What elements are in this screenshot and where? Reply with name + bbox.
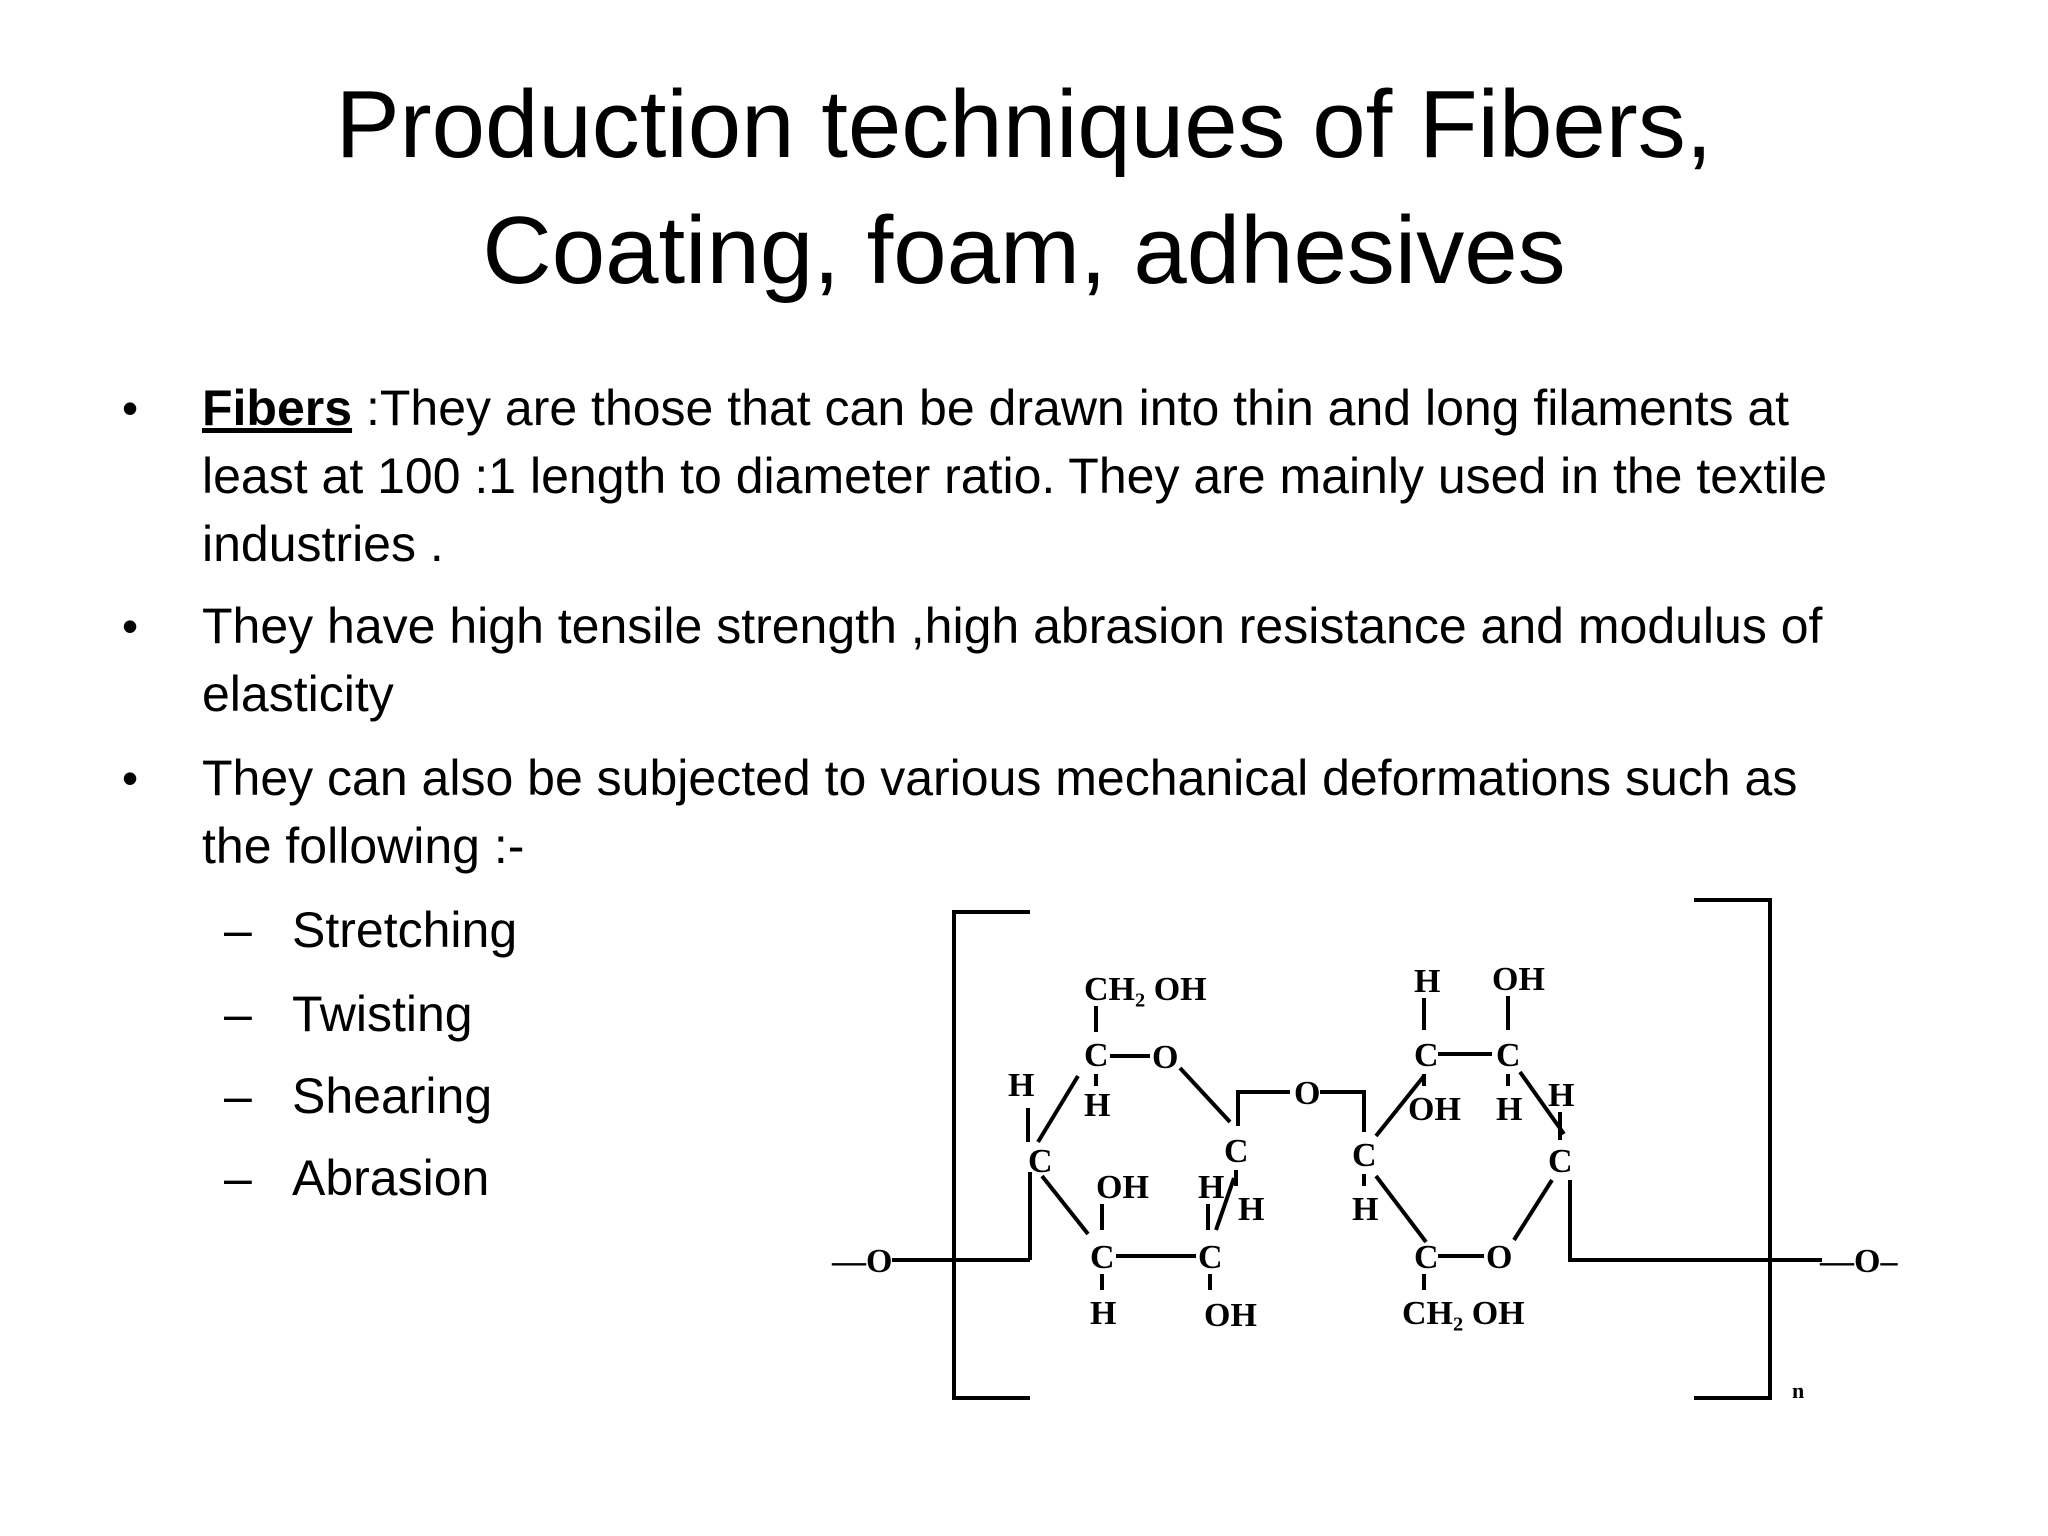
bullet-icon: • — [122, 382, 139, 434]
ring1-oxygen: O — [1152, 1039, 1178, 1076]
ring2-c1: C — [1352, 1137, 1377, 1174]
glycosidic-bond — [1236, 1090, 1290, 1126]
bullet-line: industries . — [202, 516, 444, 572]
ring-bond — [1374, 1174, 1428, 1244]
ring-bond — [1036, 1074, 1080, 1144]
bullet-line: They have high tensile strength ,high ab… — [202, 598, 1823, 654]
ring1-oh2: OH — [1096, 1169, 1149, 1206]
sub-item-label: Stretching — [292, 902, 518, 958]
dash-icon: – — [224, 902, 252, 958]
bullet-line-text: :They are those that can be drawn into t… — [352, 380, 1790, 436]
ring1-h3: H — [1198, 1169, 1224, 1206]
ring1-h5: H — [1084, 1087, 1110, 1124]
chain-bond — [1568, 1180, 1822, 1262]
ring2-c3: C — [1496, 1037, 1521, 1074]
repeat-subscript: n — [1792, 1378, 1804, 1403]
ring1-c1: C — [1028, 1143, 1053, 1180]
bullet-icon: • — [122, 752, 139, 804]
bullet-line: Fibers :They are those that can be drawn… — [202, 374, 1962, 442]
ring1-h4: H — [1238, 1191, 1264, 1228]
dash-icon: – — [224, 1150, 252, 1206]
ring2-c5: C — [1414, 1239, 1439, 1276]
ring-bond — [1518, 1070, 1566, 1136]
ring1-oh3: OH — [1204, 1297, 1257, 1334]
ring2-h2: H — [1414, 963, 1440, 1000]
dash-icon: – — [224, 1068, 252, 1124]
ring-bond — [1040, 1174, 1090, 1236]
ring-bond — [1374, 1074, 1426, 1138]
slide-title: Production techniques of Fibers, Coating… — [0, 62, 2048, 314]
right-bracket — [1694, 898, 1772, 1400]
ring2-oxygen: O — [1486, 1239, 1512, 1276]
bullet-line: They can also be subjected to various me… — [202, 750, 1798, 806]
ring1-h1: H — [1008, 1067, 1034, 1104]
bullet-line: the following :- — [202, 818, 525, 874]
sub-item-label: Abrasion — [292, 1150, 490, 1206]
ring1-c5: C — [1084, 1037, 1109, 1074]
ch2oh-bottom: CH₂ OH — [1402, 1295, 1525, 1332]
bullet-text: They can also be subjected to various me… — [202, 744, 1962, 880]
bullet-text: Fibers :They are those that can be drawn… — [202, 374, 1962, 578]
glycosidic-bond — [1320, 1090, 1366, 1132]
ring2-oh3: OH — [1492, 961, 1545, 998]
bullet-line: least at 100 :1 length to diameter ratio… — [202, 448, 1827, 504]
bullet-text: They have high tensile strength ,high ab… — [202, 592, 1962, 728]
bullet-icon: • — [122, 600, 139, 652]
bullet-line: elasticity — [202, 666, 394, 722]
ring2-h3: H — [1496, 1091, 1522, 1128]
ring2-h1: H — [1352, 1191, 1378, 1228]
ring-bond — [1214, 1177, 1236, 1231]
title-line-1: Production techniques of Fibers, — [335, 71, 1713, 178]
ring-bond — [1512, 1178, 1554, 1242]
left-bracket — [952, 910, 1030, 1400]
title-line-2: Coating, foam, adhesives — [482, 197, 1566, 304]
ring-bond — [1178, 1066, 1232, 1124]
bridge-oxygen: O — [1294, 1075, 1320, 1112]
chain-left-oxygen: —O — [831, 1243, 892, 1280]
cellulose-structure-diagram: n —O C H CH₂ OH C H O C H OH C H H C OH … — [831, 898, 1898, 1403]
sub-item-label: Shearing — [292, 1068, 493, 1124]
ring1-c4: C — [1224, 1133, 1249, 1170]
ring1-c2: C — [1090, 1239, 1115, 1276]
ring1-c3: C — [1198, 1239, 1223, 1276]
ring2-c4: C — [1548, 1143, 1573, 1180]
fibers-keyword: Fibers — [202, 380, 353, 436]
ring2-h4: H — [1548, 1077, 1574, 1114]
ch2oh-top: CH₂ OH — [1084, 971, 1207, 1008]
chain-right-oxygen: —O– — [1819, 1243, 1898, 1280]
ring1-h2: H — [1090, 1295, 1116, 1332]
ring2-c2: C — [1414, 1037, 1439, 1074]
sub-item-label: Twisting — [292, 986, 473, 1042]
dash-icon: – — [224, 986, 252, 1042]
ring2-oh2: OH — [1408, 1091, 1461, 1128]
